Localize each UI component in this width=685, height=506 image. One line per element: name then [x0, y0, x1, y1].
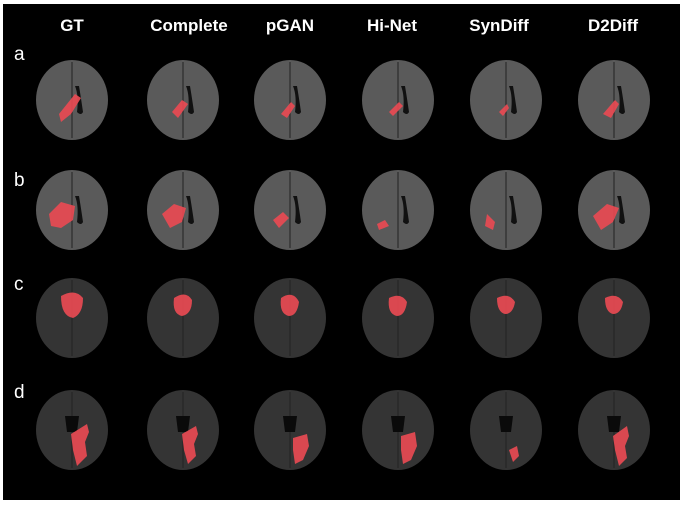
brain-slice-icon	[254, 170, 326, 250]
brain-mri-image-a-d2diff	[573, 56, 655, 144]
brain-slice-icon	[362, 278, 434, 358]
brain-slice-icon	[36, 60, 108, 140]
brain-mri-image-c-gt	[31, 274, 113, 362]
brain-slice-icon	[36, 170, 108, 250]
column-header-pgan: pGAN	[265, 16, 315, 35]
brain-slice-icon	[36, 390, 108, 470]
brain-slice-icon	[362, 170, 434, 250]
brain-slice-icon	[254, 60, 326, 140]
brain-slice-icon	[254, 278, 326, 358]
brain-slice-icon	[362, 390, 434, 470]
brain-mri-image-c-hinet	[357, 274, 439, 362]
brain-slice-icon	[254, 390, 326, 470]
row-label-a: a	[14, 44, 25, 65]
brain-mri-image-a-gt	[31, 56, 113, 144]
brain-mri-image-b-hinet	[357, 166, 439, 254]
brain-mri-image-d-pgan	[249, 386, 331, 474]
brain-mri-image-d-syndiff	[465, 386, 547, 474]
brain-mri-image-b-pgan	[249, 166, 331, 254]
brain-slice-icon	[470, 278, 542, 358]
brain-mri-image-b-d2diff	[573, 166, 655, 254]
brain-slice-icon	[470, 60, 542, 140]
brain-mri-image-a-pgan	[249, 56, 331, 144]
row-label-d: d	[14, 382, 25, 403]
column-header-gt: GT	[60, 16, 84, 35]
brain-slice-icon	[578, 278, 650, 358]
column-header-hinet: Hi-Net	[366, 16, 418, 35]
brain-slice-icon	[362, 60, 434, 140]
column-header-d2diff: D2Diff	[587, 16, 639, 35]
brain-slice-icon	[578, 390, 650, 470]
brain-mri-image-b-gt	[31, 166, 113, 254]
brain-slice-icon	[578, 170, 650, 250]
brain-mri-image-a-syndiff	[465, 56, 547, 144]
brain-mri-image-a-complete	[142, 56, 224, 144]
brain-slice-icon	[147, 170, 219, 250]
column-header-syndiff: SynDiff	[469, 16, 529, 35]
brain-slice-icon	[147, 60, 219, 140]
brain-slice-icon	[470, 170, 542, 250]
brain-slice-icon	[147, 278, 219, 358]
row-label-c: c	[14, 274, 24, 295]
figure-panel: GT Complete pGAN Hi-Net SynDiff D2Diff a…	[3, 4, 680, 500]
brain-mri-image-d-complete	[142, 386, 224, 474]
brain-mri-image-b-syndiff	[465, 166, 547, 254]
brain-slice-icon	[578, 60, 650, 140]
brain-mri-image-c-syndiff	[465, 274, 547, 362]
row-label-b: b	[14, 170, 25, 191]
column-header-complete: Complete	[150, 16, 228, 35]
brain-mri-image-d-d2diff	[573, 386, 655, 474]
brain-mri-image-b-complete	[142, 166, 224, 254]
brain-mri-image-c-pgan	[249, 274, 331, 362]
brain-slice-icon	[147, 390, 219, 470]
brain-mri-image-d-gt	[31, 386, 113, 474]
brain-mri-image-d-hinet	[357, 386, 439, 474]
brain-mri-image-c-d2diff	[573, 274, 655, 362]
brain-slice-icon	[36, 278, 108, 358]
brain-mri-image-c-complete	[142, 274, 224, 362]
brain-mri-image-a-hinet	[357, 56, 439, 144]
brain-slice-icon	[470, 390, 542, 470]
